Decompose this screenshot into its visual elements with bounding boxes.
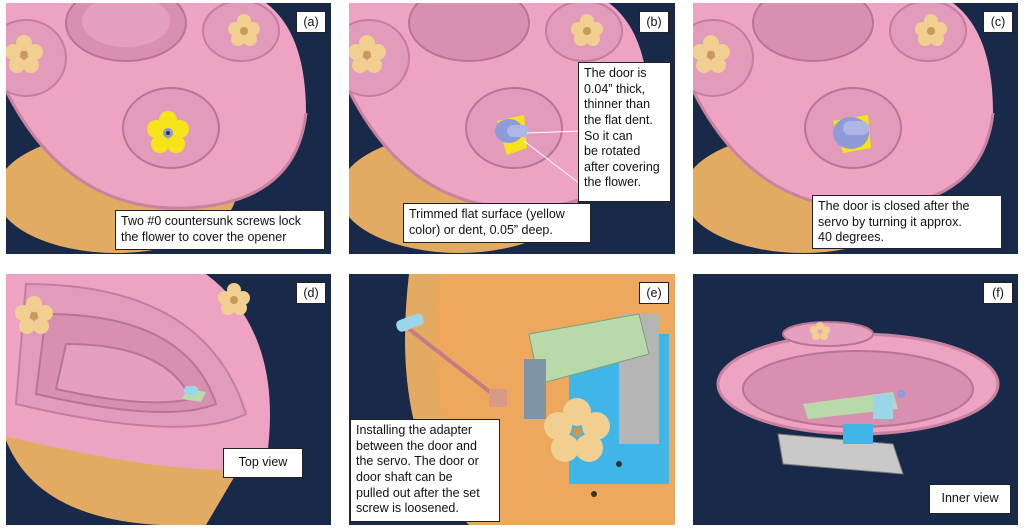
panel-b-trim-caption: Trimmed flat surface (yellow color) or d… (403, 203, 591, 243)
panel-d-illustration (6, 274, 270, 525)
panel-e-caption: Installing the adapter between the door … (350, 419, 500, 522)
panel-b-label: (b) (639, 11, 669, 33)
panel-e: (e) Installing the adapter between the d… (349, 274, 675, 525)
flower-icon (6, 35, 43, 73)
panel-a: (a) Two #0 countersunk screws lock the f… (6, 3, 331, 254)
panel-c-caption: The door is closed after the servo by tu… (812, 195, 1002, 249)
panel-b-illustration (349, 3, 651, 253)
panel-a-illustration (6, 3, 308, 253)
panel-b: (b) The door is 0.04” thick, thinner tha… (349, 3, 675, 254)
panel-e-label: (e) (639, 282, 669, 304)
panel-c: (c) The door is closed after the servo b… (693, 3, 1018, 254)
panel-c-label: (c) (983, 11, 1013, 33)
panel-f-label: (f) (983, 282, 1013, 304)
panel-d-label: (d) (296, 282, 326, 304)
panel-a-label: (a) (296, 11, 326, 33)
panel-d-caption: Top view (223, 448, 303, 478)
panel-b-door-caption: The door is 0.04” thick, thinner than th… (578, 62, 671, 202)
panel-a-caption: Two #0 countersunk screws lock the flowe… (115, 210, 325, 250)
panel-f: (f) Inner view (693, 274, 1018, 525)
panel-f-illustration (716, 321, 1000, 475)
panel-f-caption: Inner view (929, 484, 1011, 514)
panel-d: (d) Top view (6, 274, 331, 525)
